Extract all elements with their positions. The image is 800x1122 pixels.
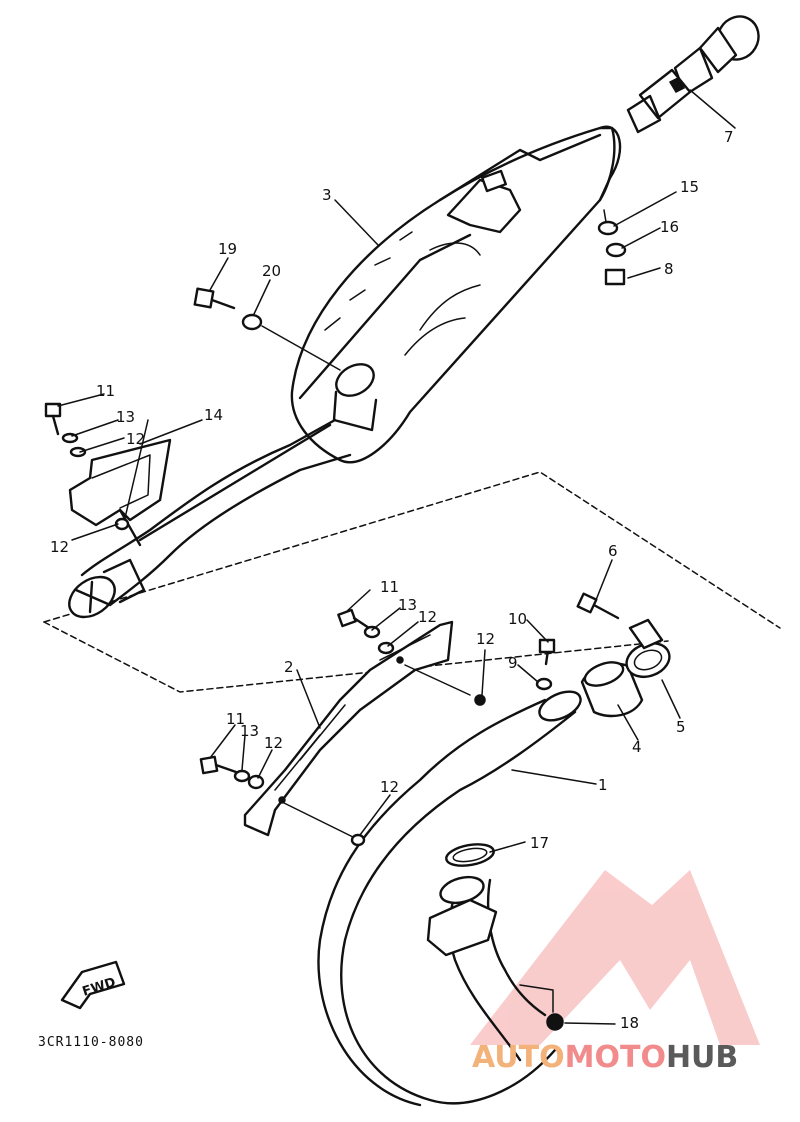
callout-16: 16: [660, 218, 679, 236]
callout-3: 3: [322, 186, 332, 204]
muffler: [290, 125, 622, 464]
callout-5: 5: [676, 718, 686, 736]
callout-13-lower: 13: [240, 722, 259, 740]
watermark-text: AUTOMOTOHUB: [472, 1038, 798, 1078]
forward-arrow: FWD: [60, 960, 126, 1010]
callout-12-upper: 12: [418, 608, 437, 626]
callout-4: 4: [632, 738, 642, 756]
fasteners: [44, 209, 627, 1031]
watermark-auto: AUTO: [472, 1040, 565, 1075]
part-code: 3CR1110-8080: [38, 1035, 144, 1050]
callout-11-lower: 11: [226, 710, 245, 728]
watermark-logo: [470, 870, 760, 1045]
muffler-bracket: [68, 438, 172, 547]
callout-13-bracket: 13: [116, 408, 135, 426]
callout-6: 6: [608, 542, 618, 560]
joint-ring: [580, 661, 644, 718]
leader-lines: [57, 89, 736, 1025]
callout-19: 19: [218, 240, 237, 258]
pipe-clamp: [625, 618, 671, 679]
callout-14: 14: [204, 406, 223, 424]
callout-10: 10: [508, 610, 527, 628]
callout-11-bracket: 11: [96, 382, 115, 400]
callout-12-clamp: 12: [50, 538, 69, 556]
callout-12-lower: 12: [264, 734, 283, 752]
watermark-moto: MOTO: [564, 1040, 666, 1075]
callout-12-pipe: 12: [476, 630, 495, 648]
watermark-hub: HUB: [665, 1040, 739, 1075]
exhaust-pipe: [317, 690, 582, 1107]
gasket: [445, 843, 495, 867]
callout-8: 8: [664, 260, 674, 278]
exhaust-protector: [243, 620, 471, 839]
callout-7: 7: [724, 128, 734, 146]
callout-18: 18: [620, 1014, 639, 1032]
callout-1: 1: [598, 776, 608, 794]
callout-9: 9: [508, 654, 518, 672]
callout-17: 17: [530, 834, 549, 852]
callout-20: 20: [262, 262, 281, 280]
callout-13-upper: 13: [398, 596, 417, 614]
callout-2: 2: [284, 658, 294, 676]
callout-11-upper: 11: [380, 578, 399, 596]
tail-pipe-end: [626, 15, 760, 134]
callout-labels: 1 2 3 4 5 6 7 8 9 10 11 11 11 12 12 12 1…: [50, 128, 734, 1032]
callout-15: 15: [680, 178, 699, 196]
connector-pipe: [68, 418, 352, 619]
callout-12-protector: 12: [380, 778, 399, 796]
assembly-boundary: [43, 471, 781, 693]
callout-12-bracket: 12: [126, 430, 145, 448]
